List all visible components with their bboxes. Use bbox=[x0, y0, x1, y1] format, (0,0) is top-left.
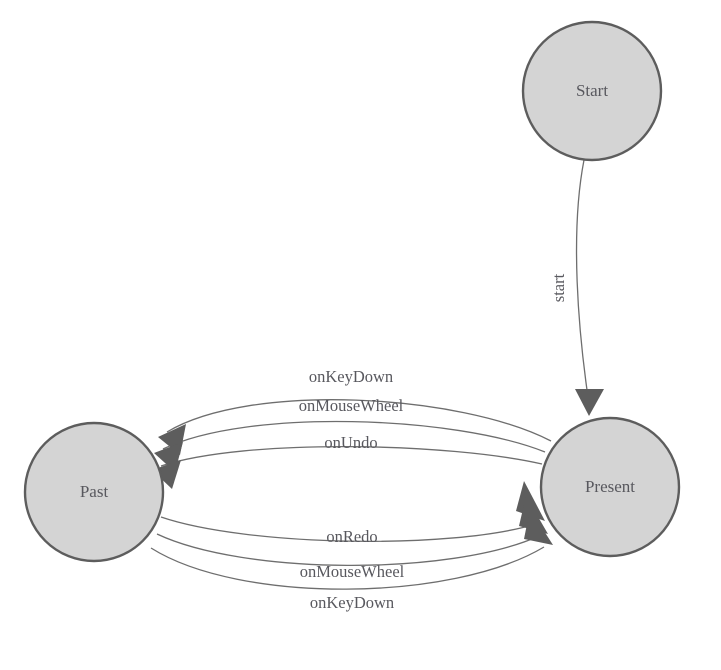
state-node-present[interactable]: Present bbox=[539, 416, 681, 558]
state-node-start-label: Start bbox=[576, 81, 608, 100]
state-node-present-label: Present bbox=[585, 477, 635, 496]
edge-label-present-to-past-onmousewheel: onMouseWheel bbox=[299, 396, 404, 415]
state-node-start-circle bbox=[521, 20, 663, 162]
arrow-to-past-3-icon bbox=[152, 460, 181, 489]
edge-past-to-present-onredo bbox=[160, 516, 537, 542]
state-node-past-circle bbox=[23, 421, 165, 563]
state-node-present-circle bbox=[539, 416, 681, 558]
edge-present-to-past-onundo bbox=[160, 445, 543, 467]
edge-labels-layer: start onKeyDown onMouseWheel onUndo onRedo on… bbox=[299, 273, 568, 611]
edges-layer bbox=[150, 159, 590, 590]
edge-past-to-present-onmousewheel bbox=[156, 533, 540, 567]
arrow-start-to-present-icon bbox=[575, 389, 604, 416]
edge-past-to-present-onkeydown bbox=[150, 546, 545, 590]
edge-label-past-to-present-onmousewheel: onMouseWheel bbox=[300, 562, 405, 581]
state-node-start[interactable]: Start bbox=[521, 20, 663, 162]
state-node-past[interactable]: Past bbox=[23, 421, 165, 563]
arrowheads-layer bbox=[152, 389, 604, 545]
edge-label-past-to-present-onkeydown: onKeyDown bbox=[310, 593, 394, 612]
edge-label-start-to-present: start bbox=[549, 273, 568, 302]
edge-label-present-to-past-onkeydown: onKeyDown bbox=[309, 367, 393, 386]
state-node-past-label: Past bbox=[80, 482, 109, 501]
edge-start-to-present bbox=[575, 159, 590, 405]
edge-label-present-to-past-onundo: onUndo bbox=[324, 433, 377, 452]
arrow-to-present-3-icon bbox=[524, 509, 553, 545]
edge-present-to-past-onmousewheel bbox=[162, 420, 546, 453]
edge-label-past-to-present-onredo: onRedo bbox=[326, 527, 377, 546]
edge-present-to-past-onkeydown bbox=[166, 399, 552, 442]
